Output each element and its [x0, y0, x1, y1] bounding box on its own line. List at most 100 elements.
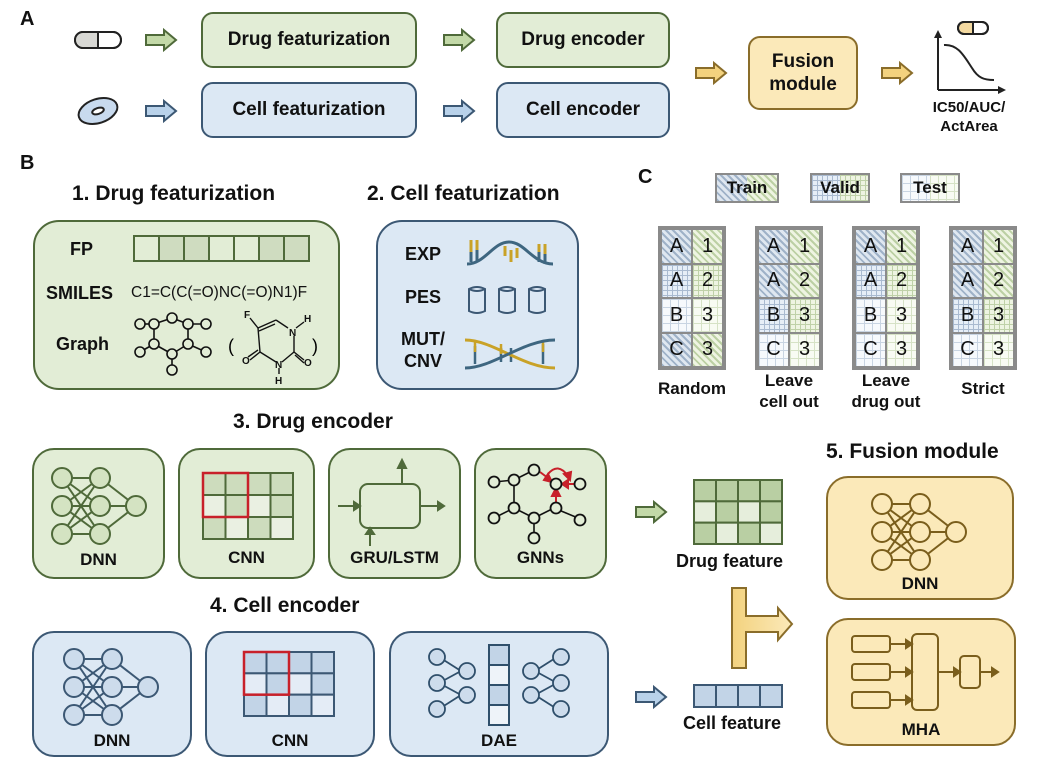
grid-cell — [247, 472, 272, 496]
cell-line-cell: A — [855, 263, 886, 298]
grid-cell — [715, 521, 739, 546]
drug-encoder-box: Drug encoder — [496, 12, 670, 68]
drug-cnn-card: CNN — [178, 448, 315, 579]
swatch-green — [930, 175, 958, 201]
fusion-module-title: 5. Fusion module — [826, 440, 999, 463]
panel-a-label: A — [20, 8, 35, 30]
split-label-line2: cell out — [759, 392, 819, 411]
arrow-right-icon — [881, 60, 914, 86]
grid-cell — [288, 651, 313, 675]
grid-cell — [737, 521, 761, 546]
model-label: CNN — [271, 731, 309, 750]
fusion-line1: Fusion — [771, 51, 835, 72]
grid-cell — [224, 472, 249, 496]
graph-label: Graph — [56, 334, 110, 354]
grid-cell — [243, 672, 268, 696]
model-label: GNNs — [516, 548, 565, 567]
kernel-highlight — [201, 471, 250, 519]
convolution-grid-icon — [201, 471, 294, 540]
drug-cell: 3 — [692, 298, 723, 333]
drug-encoder-title: 3. Drug encoder — [233, 410, 393, 433]
drug-featurization-box: Drug featurization — [201, 12, 417, 68]
grid-cell — [269, 494, 294, 518]
fingerprint-bit — [208, 235, 235, 262]
smiles-value: C1=C(C(=O)NC(=O)N1)F — [131, 284, 308, 301]
grid-cell — [310, 693, 335, 718]
grid-cell — [759, 500, 783, 524]
split-label-line1: Strict — [961, 379, 1005, 398]
cell-line-cell: C — [758, 332, 789, 367]
nn-node — [89, 495, 111, 517]
drug-dnn-card: DNN — [32, 448, 165, 579]
nn-edge — [73, 658, 113, 716]
split-label-line1: Leave — [764, 371, 814, 390]
drug-rnn-card: GRU/LSTM — [328, 448, 461, 579]
drug-cell: 3 — [692, 332, 723, 367]
grid-cell — [265, 672, 290, 696]
atom-n: N — [275, 360, 282, 371]
swatch-green — [747, 175, 777, 201]
nn-node — [909, 521, 931, 543]
panel-b-label: B — [20, 152, 35, 174]
grid-cell — [693, 684, 717, 708]
split-label-line1: Random — [658, 379, 726, 398]
drug-gnn-card: GNNs — [474, 448, 607, 579]
arrow-right-icon — [635, 684, 668, 710]
database-cylinders-icon — [468, 286, 546, 314]
model-label: DAE — [481, 731, 517, 750]
model-label: MHA — [901, 720, 941, 739]
drug-cell: 3 — [983, 298, 1014, 333]
cell-featurization-title: 2. Cell featurization — [367, 182, 560, 205]
molecular-graph-icon — [134, 312, 212, 376]
grid-cell — [759, 521, 783, 546]
model-label: GRU/LSTM — [350, 548, 439, 567]
cell-line-cell: A — [952, 229, 983, 264]
convolution-grid-icon — [242, 650, 335, 718]
cell-encoder-box: Cell encoder — [496, 82, 670, 138]
grid-cell — [247, 516, 272, 540]
drug-featurization-title: 1. Drug featurization — [72, 182, 276, 205]
fingerprint-bit — [258, 235, 285, 262]
grid-cell — [693, 521, 717, 546]
model-label: CNN — [228, 548, 265, 567]
dose-response-curve-icon — [934, 21, 1006, 94]
model-label: DNN — [93, 731, 131, 750]
cell-cnn-card: CNN — [205, 631, 375, 757]
split-label-line1: Leave — [861, 371, 911, 390]
fingerprint-vector — [133, 235, 310, 262]
grid-cell — [224, 494, 249, 518]
split-label: Leave cell out — [739, 370, 839, 412]
cnv-label: CNV — [403, 351, 442, 371]
cell-line-cell: A — [758, 229, 789, 264]
drug-feature-label: Drug feature — [676, 551, 784, 571]
nn-node — [871, 493, 893, 515]
grid-cell — [243, 651, 268, 675]
drug-cell: 3 — [789, 332, 820, 367]
merge-arrow-icon — [731, 587, 794, 669]
fingerprint-bit — [158, 235, 185, 262]
arrow-right-icon — [145, 98, 178, 124]
fingerprint-bit — [133, 235, 160, 262]
grid-cell — [715, 500, 739, 524]
fusion-mha-card: MHA — [826, 618, 1016, 746]
fusion-dnn-card: DNN — [826, 476, 1014, 600]
cell-line-cell: A — [758, 263, 789, 298]
recurrent-cell-icon — [338, 457, 446, 546]
drug-cell: 3 — [789, 298, 820, 333]
grid-cell — [269, 472, 294, 496]
cell-feature-label: Cell feature — [683, 713, 782, 733]
grid-cell — [759, 684, 783, 708]
nn-node — [51, 523, 73, 545]
drug-cell: 2 — [983, 263, 1014, 298]
grid-cell — [759, 479, 783, 503]
split-label: Strict — [933, 378, 1033, 399]
split-label: Random — [642, 378, 742, 399]
drug-cell: 1 — [789, 229, 820, 264]
legend-label: Valid — [820, 178, 860, 197]
atom-o: O — [242, 356, 250, 367]
nn-node — [51, 467, 73, 489]
grid-cell — [202, 494, 227, 518]
fp-label: FP — [70, 239, 94, 259]
